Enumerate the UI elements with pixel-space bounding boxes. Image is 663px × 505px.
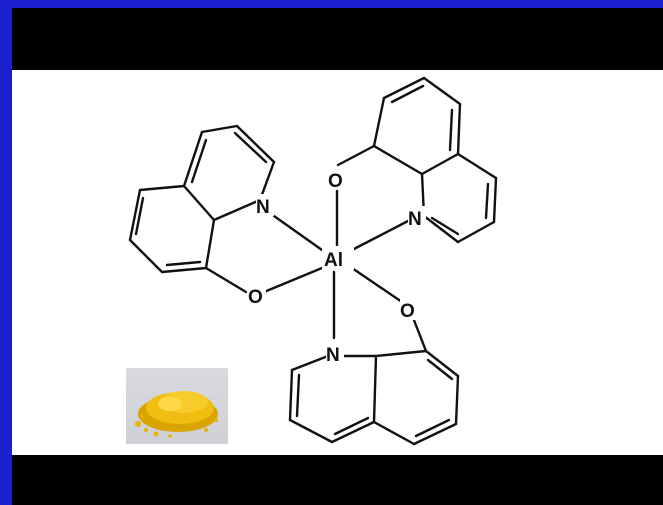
atom-o-bottom: O — [400, 301, 415, 322]
bottom-quinoline-ring — [288, 313, 460, 446]
alq3-structure-diagram: N O O N Al O N — [128, 76, 498, 446]
atom-n-top: N — [408, 209, 422, 230]
slide-content-panel: N O O N Al O N — [12, 70, 663, 455]
powder-pile-icon — [135, 391, 218, 438]
atom-labels: N O O N Al O N — [248, 168, 426, 366]
atom-o-left: O — [248, 287, 263, 308]
atom-al-center: Al — [324, 250, 343, 271]
coordination-bonds — [262, 180, 412, 340]
yellow-powder-photo — [126, 368, 228, 444]
atom-n-bottom: N — [326, 345, 340, 366]
atom-o-top: O — [328, 171, 343, 192]
left-quinoline-ring — [128, 124, 276, 294]
top-quinoline-ring — [336, 76, 498, 244]
atom-n-left: N — [256, 197, 270, 218]
